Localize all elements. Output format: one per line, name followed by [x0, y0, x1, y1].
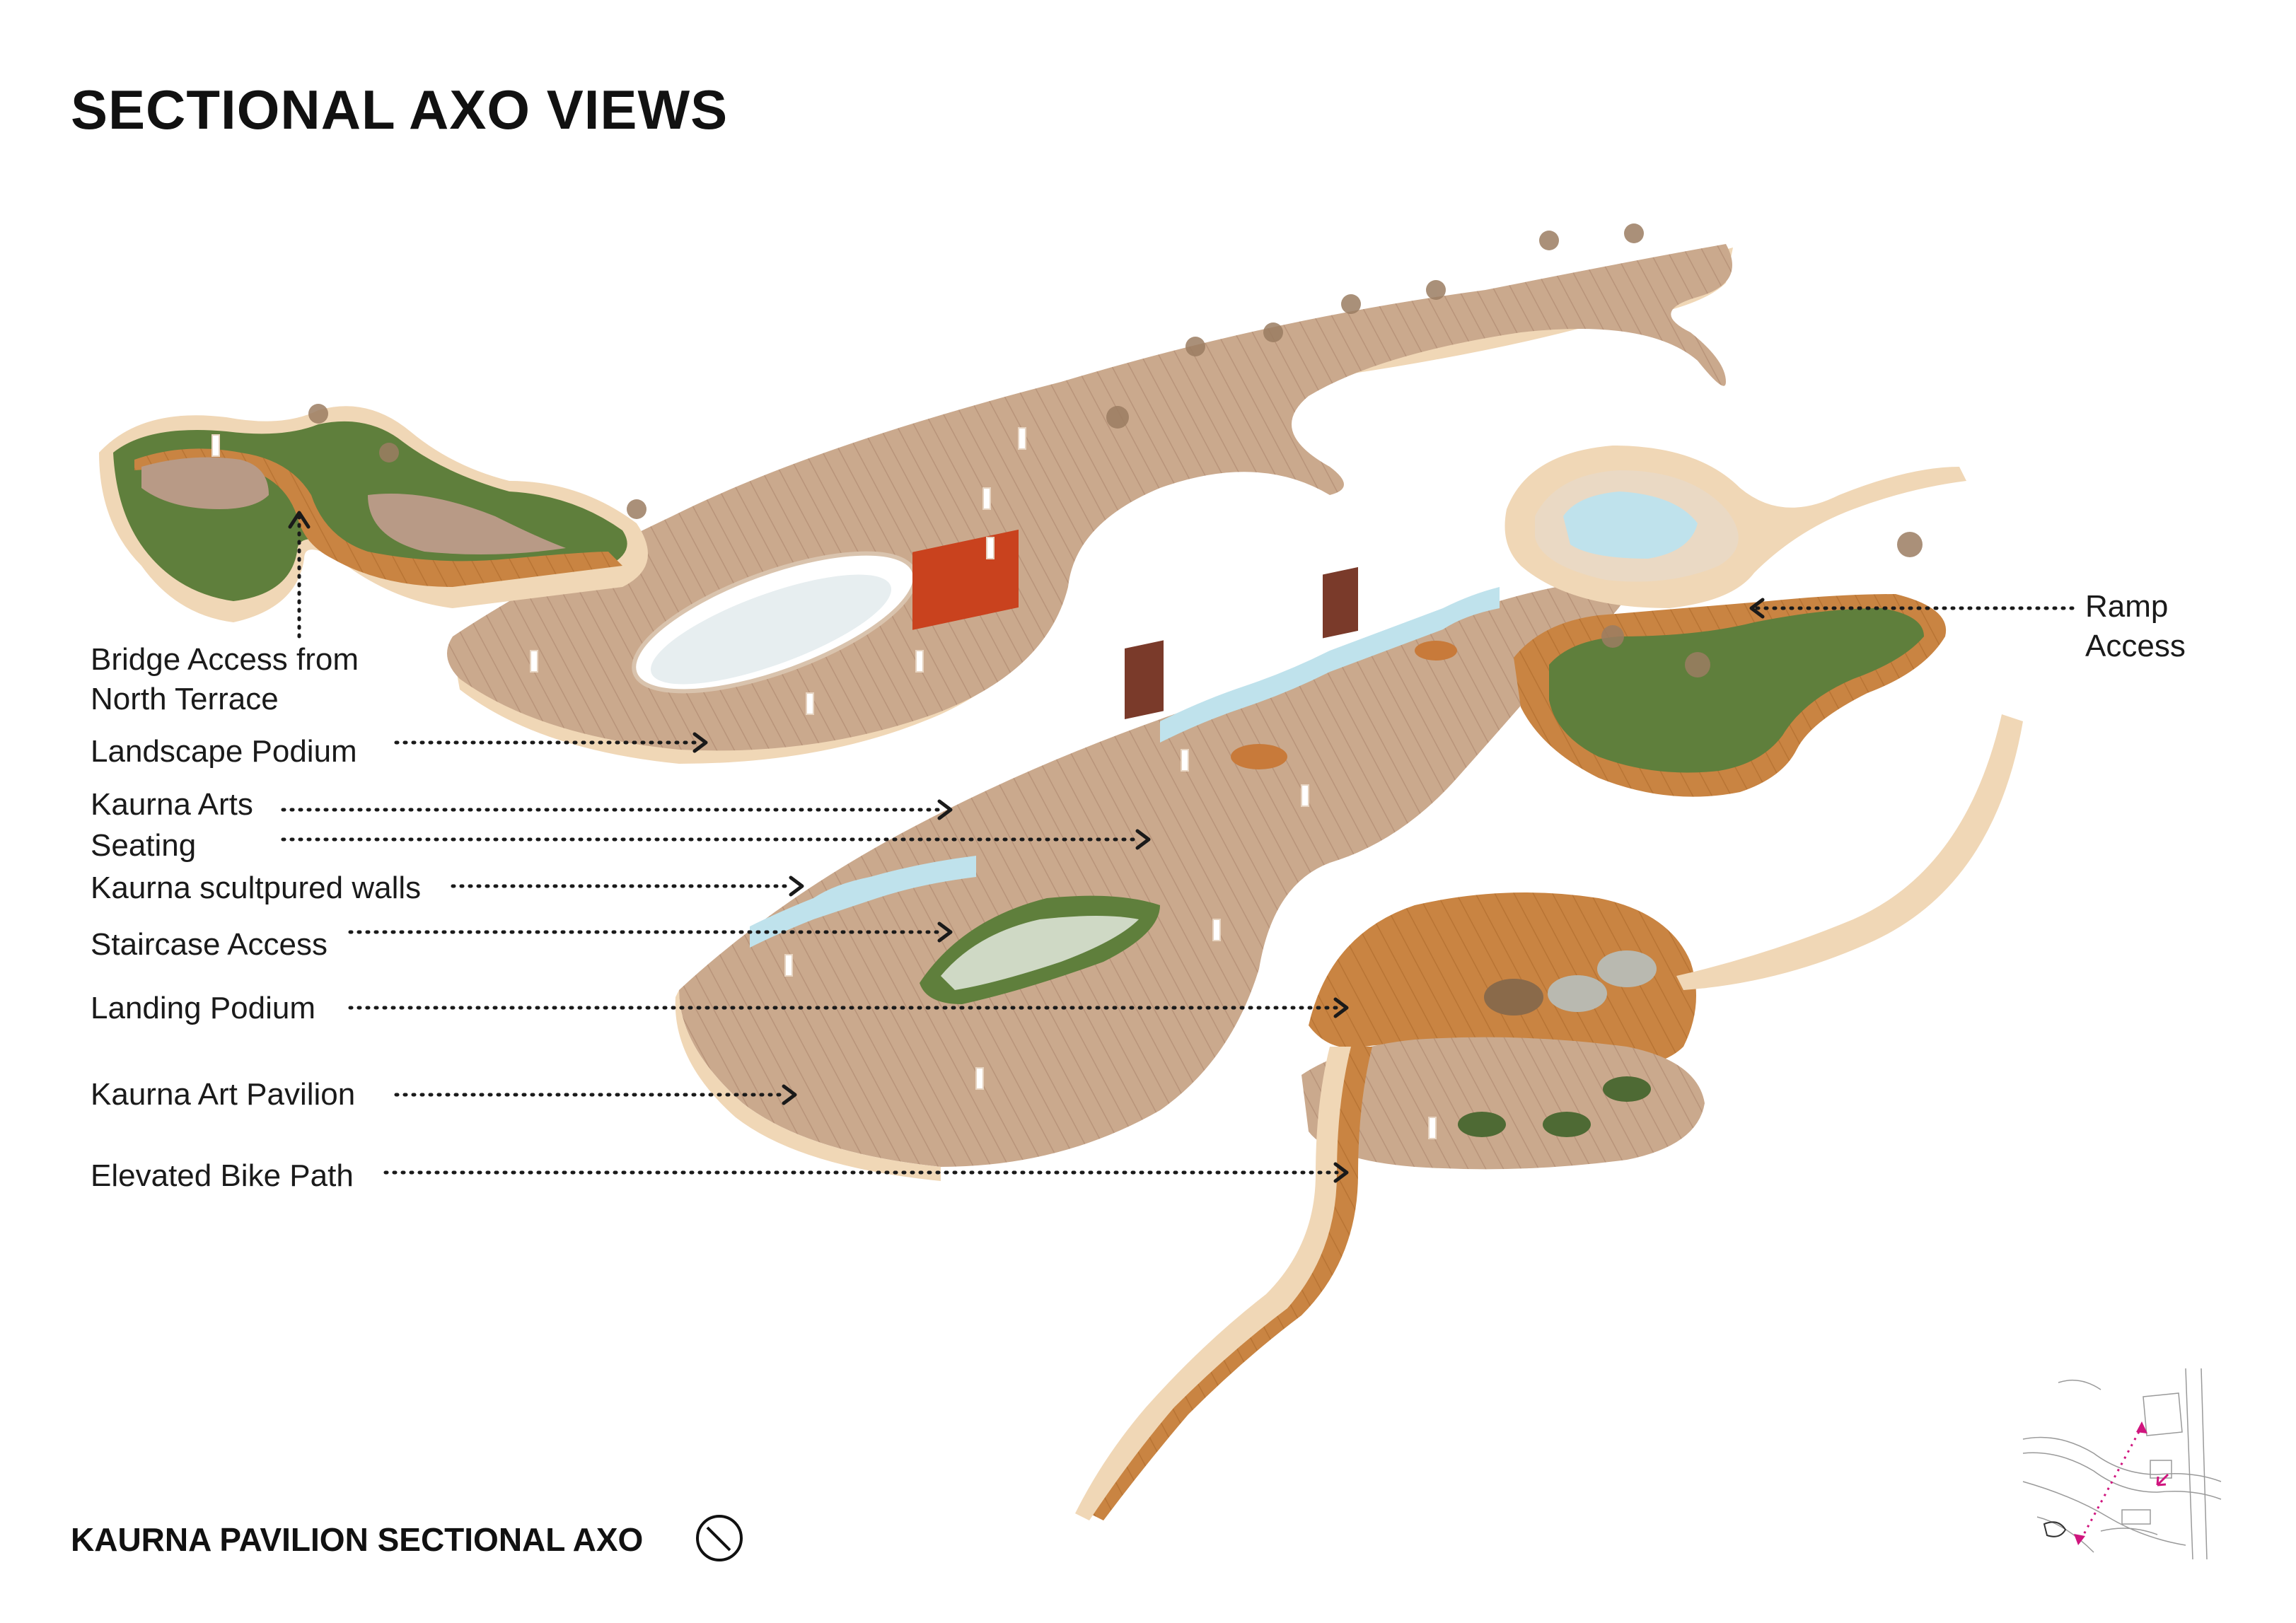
label-ramp-access: Ramp Access	[2085, 589, 2186, 663]
label-landing-podium: Landing Podium	[91, 991, 316, 1025]
leader-lines	[281, 514, 2075, 1175]
site-key-map	[2016, 1354, 2228, 1566]
label-seating: Seating	[91, 828, 197, 863]
label-bike-path: Elevated Bike Path	[91, 1158, 354, 1193]
landing-podium	[1301, 892, 1705, 1170]
label-kaurna-arts: Kaurna Arts	[91, 787, 253, 822]
page-subtitle: KAURNA PAVILION SECTIONAL AXO	[71, 1521, 644, 1558]
elevated-bike-path	[1075, 714, 2023, 1520]
landscape-podium	[99, 406, 648, 622]
label-art-pavilion: Kaurna Art Pavilion	[91, 1077, 356, 1112]
upper-deck	[447, 244, 1733, 764]
ramp-podium	[1504, 446, 1966, 797]
label-staircase-access: Staircase Access	[91, 927, 328, 962]
north-arrow-icon	[696, 1515, 743, 1561]
leader-arrowheads	[288, 511, 1765, 1183]
page-title: SECTIONAL AXO VIEWS	[71, 78, 729, 141]
label-landscape-podium: Landscape Podium	[91, 734, 357, 769]
label-bridge-access: Bridge Access from North Terrace	[91, 642, 359, 716]
label-sculptured-walls: Kaurna scultpured walls	[91, 871, 422, 905]
trees	[308, 223, 1923, 677]
people	[211, 427, 1437, 1139]
